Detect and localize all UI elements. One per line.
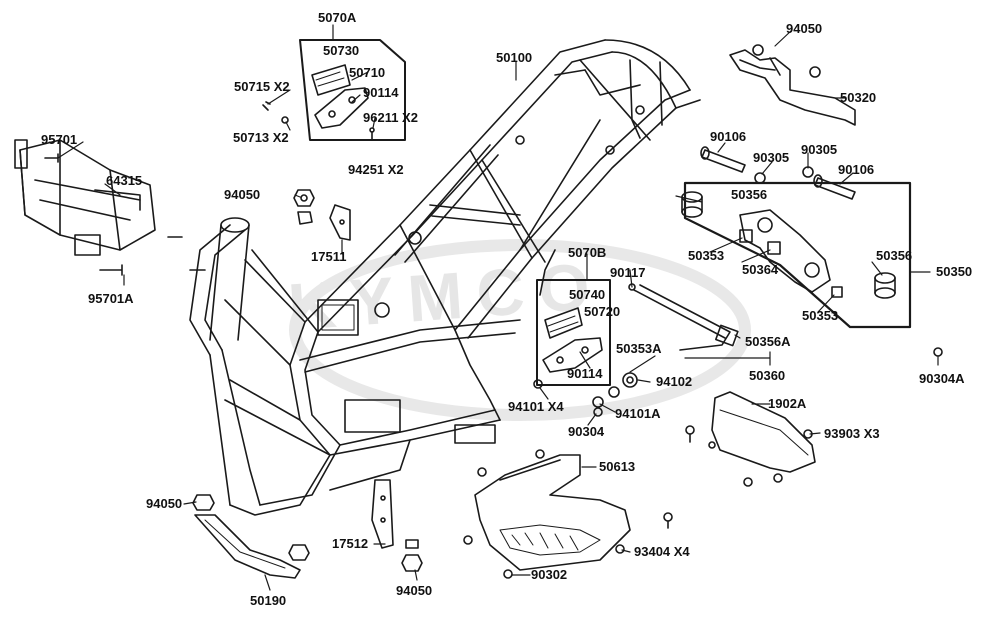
label-64315: 64315 — [106, 173, 143, 188]
label-50364: 50364 — [742, 262, 779, 277]
label-90305-a: 90305 — [753, 150, 790, 165]
label-50360: 50360 — [749, 368, 786, 383]
seat-bracket-5070A — [299, 39, 406, 141]
label-90117: 90117 — [610, 265, 646, 280]
label-95701A: 95701A — [88, 291, 134, 306]
label-1902A: 1902A — [768, 396, 807, 411]
label-5070B: 5070B — [568, 245, 607, 260]
label-94101A: 94101A — [615, 406, 661, 421]
seat-bracket-5070B — [536, 279, 611, 386]
label-90106-b: 90106 — [838, 162, 875, 177]
front-bracket-64315 — [14, 139, 156, 256]
label-93903: 93903 X3 — [824, 426, 880, 441]
label-90106-a: 90106 — [710, 129, 747, 144]
lower-strap-50190 — [194, 514, 301, 579]
label-50720: 50720 — [584, 304, 621, 319]
label-50715: 50715 X2 — [234, 79, 290, 94]
label-50740: 50740 — [569, 287, 606, 302]
label-5070A: 5070A — [318, 10, 357, 25]
label-94050-b: 94050 — [224, 187, 261, 202]
label-50353-b: 50353 — [802, 308, 839, 323]
label-90304A: 90304A — [919, 371, 965, 386]
label-50190: 50190 — [250, 593, 287, 608]
label-95701: 95701 — [41, 132, 78, 147]
label-17512: 17512 — [332, 536, 369, 551]
main-frame — [189, 39, 701, 516]
nuts-94050 — [192, 189, 423, 572]
watermark-ring — [289, 239, 751, 421]
bolts-90106-90305 — [700, 146, 856, 200]
label-93404: 93404 X4 — [634, 544, 690, 559]
label-90304: 90304 — [568, 424, 605, 439]
label-90114-b: 90114 — [567, 366, 603, 381]
label-90114-a: 90114 — [363, 85, 399, 100]
label-50710: 50710 — [349, 65, 386, 80]
label-94251: 94251 X2 — [348, 162, 404, 177]
label-50613: 50613 — [599, 459, 636, 474]
seat-bracket-50320 — [729, 44, 856, 126]
leader-lines — [57, 24, 939, 591]
label-50356-b: 50356 — [876, 248, 913, 263]
label-17511: 17511 — [311, 249, 347, 264]
label-50100: 50100 — [496, 50, 533, 65]
label-50356A: 50356A — [745, 334, 791, 349]
label-50320: 50320 — [840, 90, 877, 105]
mount-brackets — [329, 204, 394, 549]
label-94050-d: 94050 — [396, 583, 433, 598]
cover-1902A — [708, 391, 816, 473]
label-94050-a: 94050 — [786, 21, 823, 36]
label-50713: 50713 X2 — [233, 130, 289, 145]
label-50356-a: 50356 — [731, 187, 768, 202]
label-94102: 94102 — [656, 374, 693, 389]
floor-panel-50613 — [474, 454, 631, 571]
label-50350: 50350 — [936, 264, 973, 279]
label-94050-c: 94050 — [146, 496, 183, 511]
screws — [463, 347, 943, 579]
label-50353A: 50353A — [616, 341, 662, 356]
label-50730: 50730 — [323, 43, 360, 58]
label-90302: 90302 — [531, 567, 568, 582]
label-94101: 94101 X4 — [508, 399, 564, 414]
bolts-95701 — [44, 101, 375, 276]
label-50353-a: 50353 — [688, 248, 725, 263]
label-96211: 96211 X2 — [363, 110, 418, 125]
label-90305-b: 90305 — [801, 142, 838, 157]
